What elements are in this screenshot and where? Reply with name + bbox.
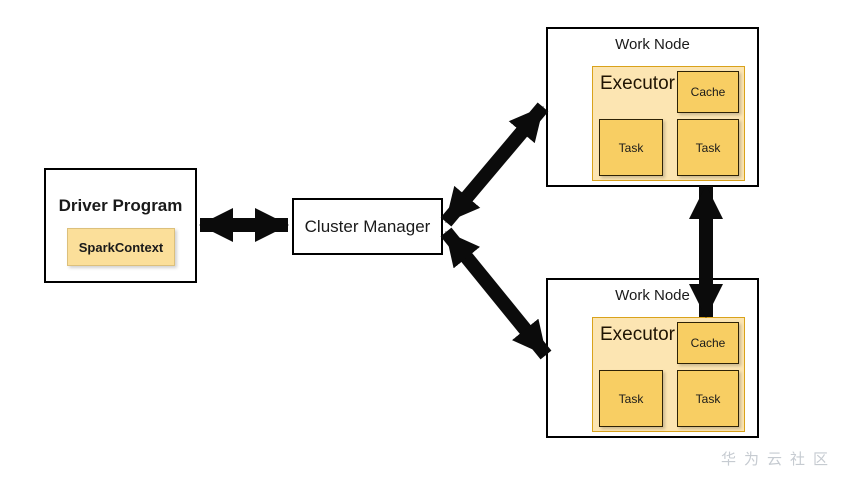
- work-node-1: Work Node Executor Cache Task Task: [546, 27, 759, 187]
- work-node-2: Work Node Executor Cache Task Task: [546, 278, 759, 438]
- spark-context-label: SparkContext: [78, 239, 164, 255]
- spark-context-box: SparkContext: [67, 228, 175, 266]
- task-box-2a: Task: [599, 370, 663, 427]
- cache-box-1: Cache: [677, 71, 739, 113]
- arrow-cluster-worknode2: [440, 227, 552, 360]
- executor-box-1: Executor Cache Task Task: [592, 66, 745, 181]
- task-label-2a: Task: [618, 391, 644, 406]
- cache-label-2: Cache: [690, 336, 726, 350]
- task-box-1b: Task: [677, 119, 739, 176]
- driver-program-box: Driver Program SparkContext: [44, 168, 197, 283]
- work-node-1-title: Work Node: [615, 36, 690, 53]
- task-label-2b: Task: [695, 391, 721, 406]
- cache-label-1: Cache: [690, 85, 726, 99]
- driver-program-title: Driver Program: [58, 196, 183, 215]
- cluster-manager-label: Cluster Manager: [304, 216, 431, 236]
- arrow-cluster-worknode1: [440, 102, 549, 227]
- task-label-1b: Task: [695, 140, 721, 155]
- cluster-manager-box: Cluster Manager: [292, 198, 443, 255]
- work-node-2-title: Work Node: [615, 287, 690, 304]
- executor-label-1: Executor: [600, 73, 675, 94]
- cache-box-2: Cache: [677, 322, 739, 364]
- executor-box-2: Executor Cache Task Task: [592, 317, 745, 432]
- task-box-2b: Task: [677, 370, 739, 427]
- executor-label-2: Executor: [600, 324, 675, 345]
- watermark: 华为云社区: [720, 451, 836, 468]
- task-label-1a: Task: [618, 140, 644, 155]
- task-box-1a: Task: [599, 119, 663, 176]
